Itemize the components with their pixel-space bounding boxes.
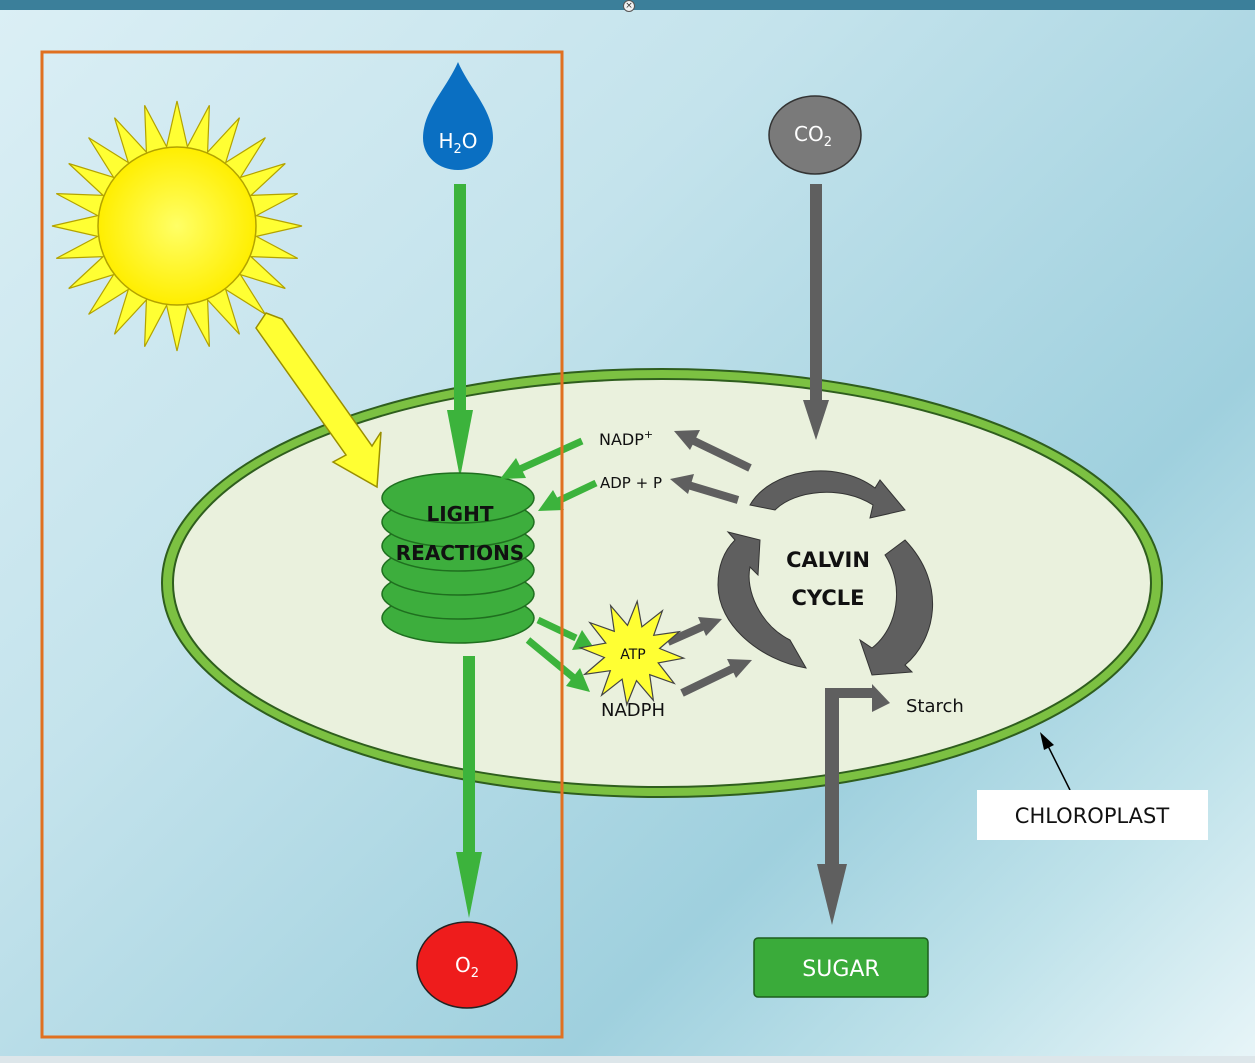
chloroplast-label-box: CHLOROPLAST (977, 790, 1208, 840)
svg-text:O2: O2 (455, 953, 479, 981)
chloroplast-inner (172, 378, 1152, 788)
co2-to-calvin-arrow (803, 184, 829, 440)
adp-to-light-arrow (538, 479, 598, 511)
calvin-cycle-label-line2: CYCLE (791, 586, 864, 610)
sunlight-arrow (255, 312, 382, 489)
nadph-to-calvin-arrow (680, 659, 752, 697)
oxygen-circle: O2 (416, 921, 518, 1009)
calvin-to-adp-arrow (670, 474, 740, 504)
svg-text:H2O: H2O (438, 129, 477, 157)
svg-text:CO2: CO2 (794, 122, 832, 150)
light-to-oxygen-arrow (456, 656, 482, 918)
calvin-to-nadp-arrow (674, 430, 752, 472)
light-reactions-label-line1: LIGHT (427, 502, 494, 526)
nadp-label: NADP+ (599, 428, 653, 449)
thylakoid-stack (381, 472, 535, 644)
chloroplast-pointer-arrow (1040, 732, 1071, 791)
water-to-light-arrow (447, 184, 473, 478)
nadph-label: NADPH (601, 700, 665, 721)
starch-label: Starch (906, 696, 964, 717)
calvin-cycle-arrows (717, 470, 934, 676)
svg-text:CHLOROPLAST: CHLOROPLAST (1015, 804, 1170, 828)
bottom-bar (0, 1056, 1255, 1063)
calvin-to-sugar-arrow (817, 684, 890, 925)
close-icon[interactable]: × (623, 0, 635, 12)
svg-text:ATP: ATP (620, 647, 645, 663)
atp-to-calvin-arrow (666, 617, 722, 646)
sun-icon (51, 100, 303, 352)
atp-starburst: ATP (578, 599, 686, 707)
light-to-nadph-arrow (525, 637, 590, 692)
sugar-box: SUGAR (753, 937, 929, 998)
calvin-cycle-label-line1: CALVIN (786, 548, 870, 572)
light-dependent-frame (40, 50, 564, 1039)
nadp-to-light-arrow (500, 437, 584, 479)
light-reactions-label-line2: REACTIONS (396, 541, 524, 565)
light-to-atp-arrow (536, 616, 594, 650)
co2-circle: CO2 (768, 95, 862, 175)
water-drop-icon: H2O (423, 62, 493, 170)
svg-text:SUGAR: SUGAR (802, 957, 879, 982)
adp-label: ADP + P (600, 474, 662, 492)
